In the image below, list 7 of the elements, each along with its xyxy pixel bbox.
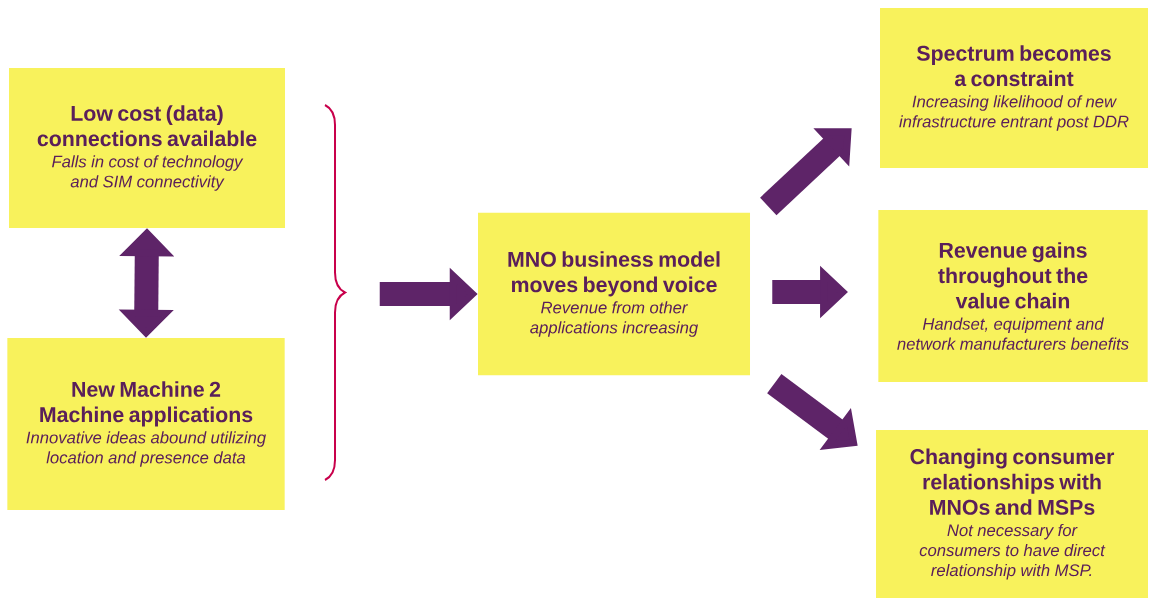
text-box: Low cost (data) connections available Falls in cost of technology and SIM connectivity <box>9 68 285 228</box>
text-box: MNO business model moves beyond voice Revenue from other applications increasing <box>478 212 750 376</box>
text-box: Changing consumer relationships with MNOs and MSPs Not necessary for consumers to have direct relationship with MSP. <box>876 430 1148 598</box>
text-box: Revenue gains throughout the value chain Handset, equipment and network manufacturers benefits <box>878 210 1148 382</box>
text-box: New Machine 2 Machine applications Innovative ideas abound utilizing location and presence data <box>7 338 285 510</box>
block-arrow <box>760 128 852 216</box>
text-box: Spectrum becomes a constraint Increasing likelihood of new infrastructure entrant post DDR <box>880 8 1148 168</box>
